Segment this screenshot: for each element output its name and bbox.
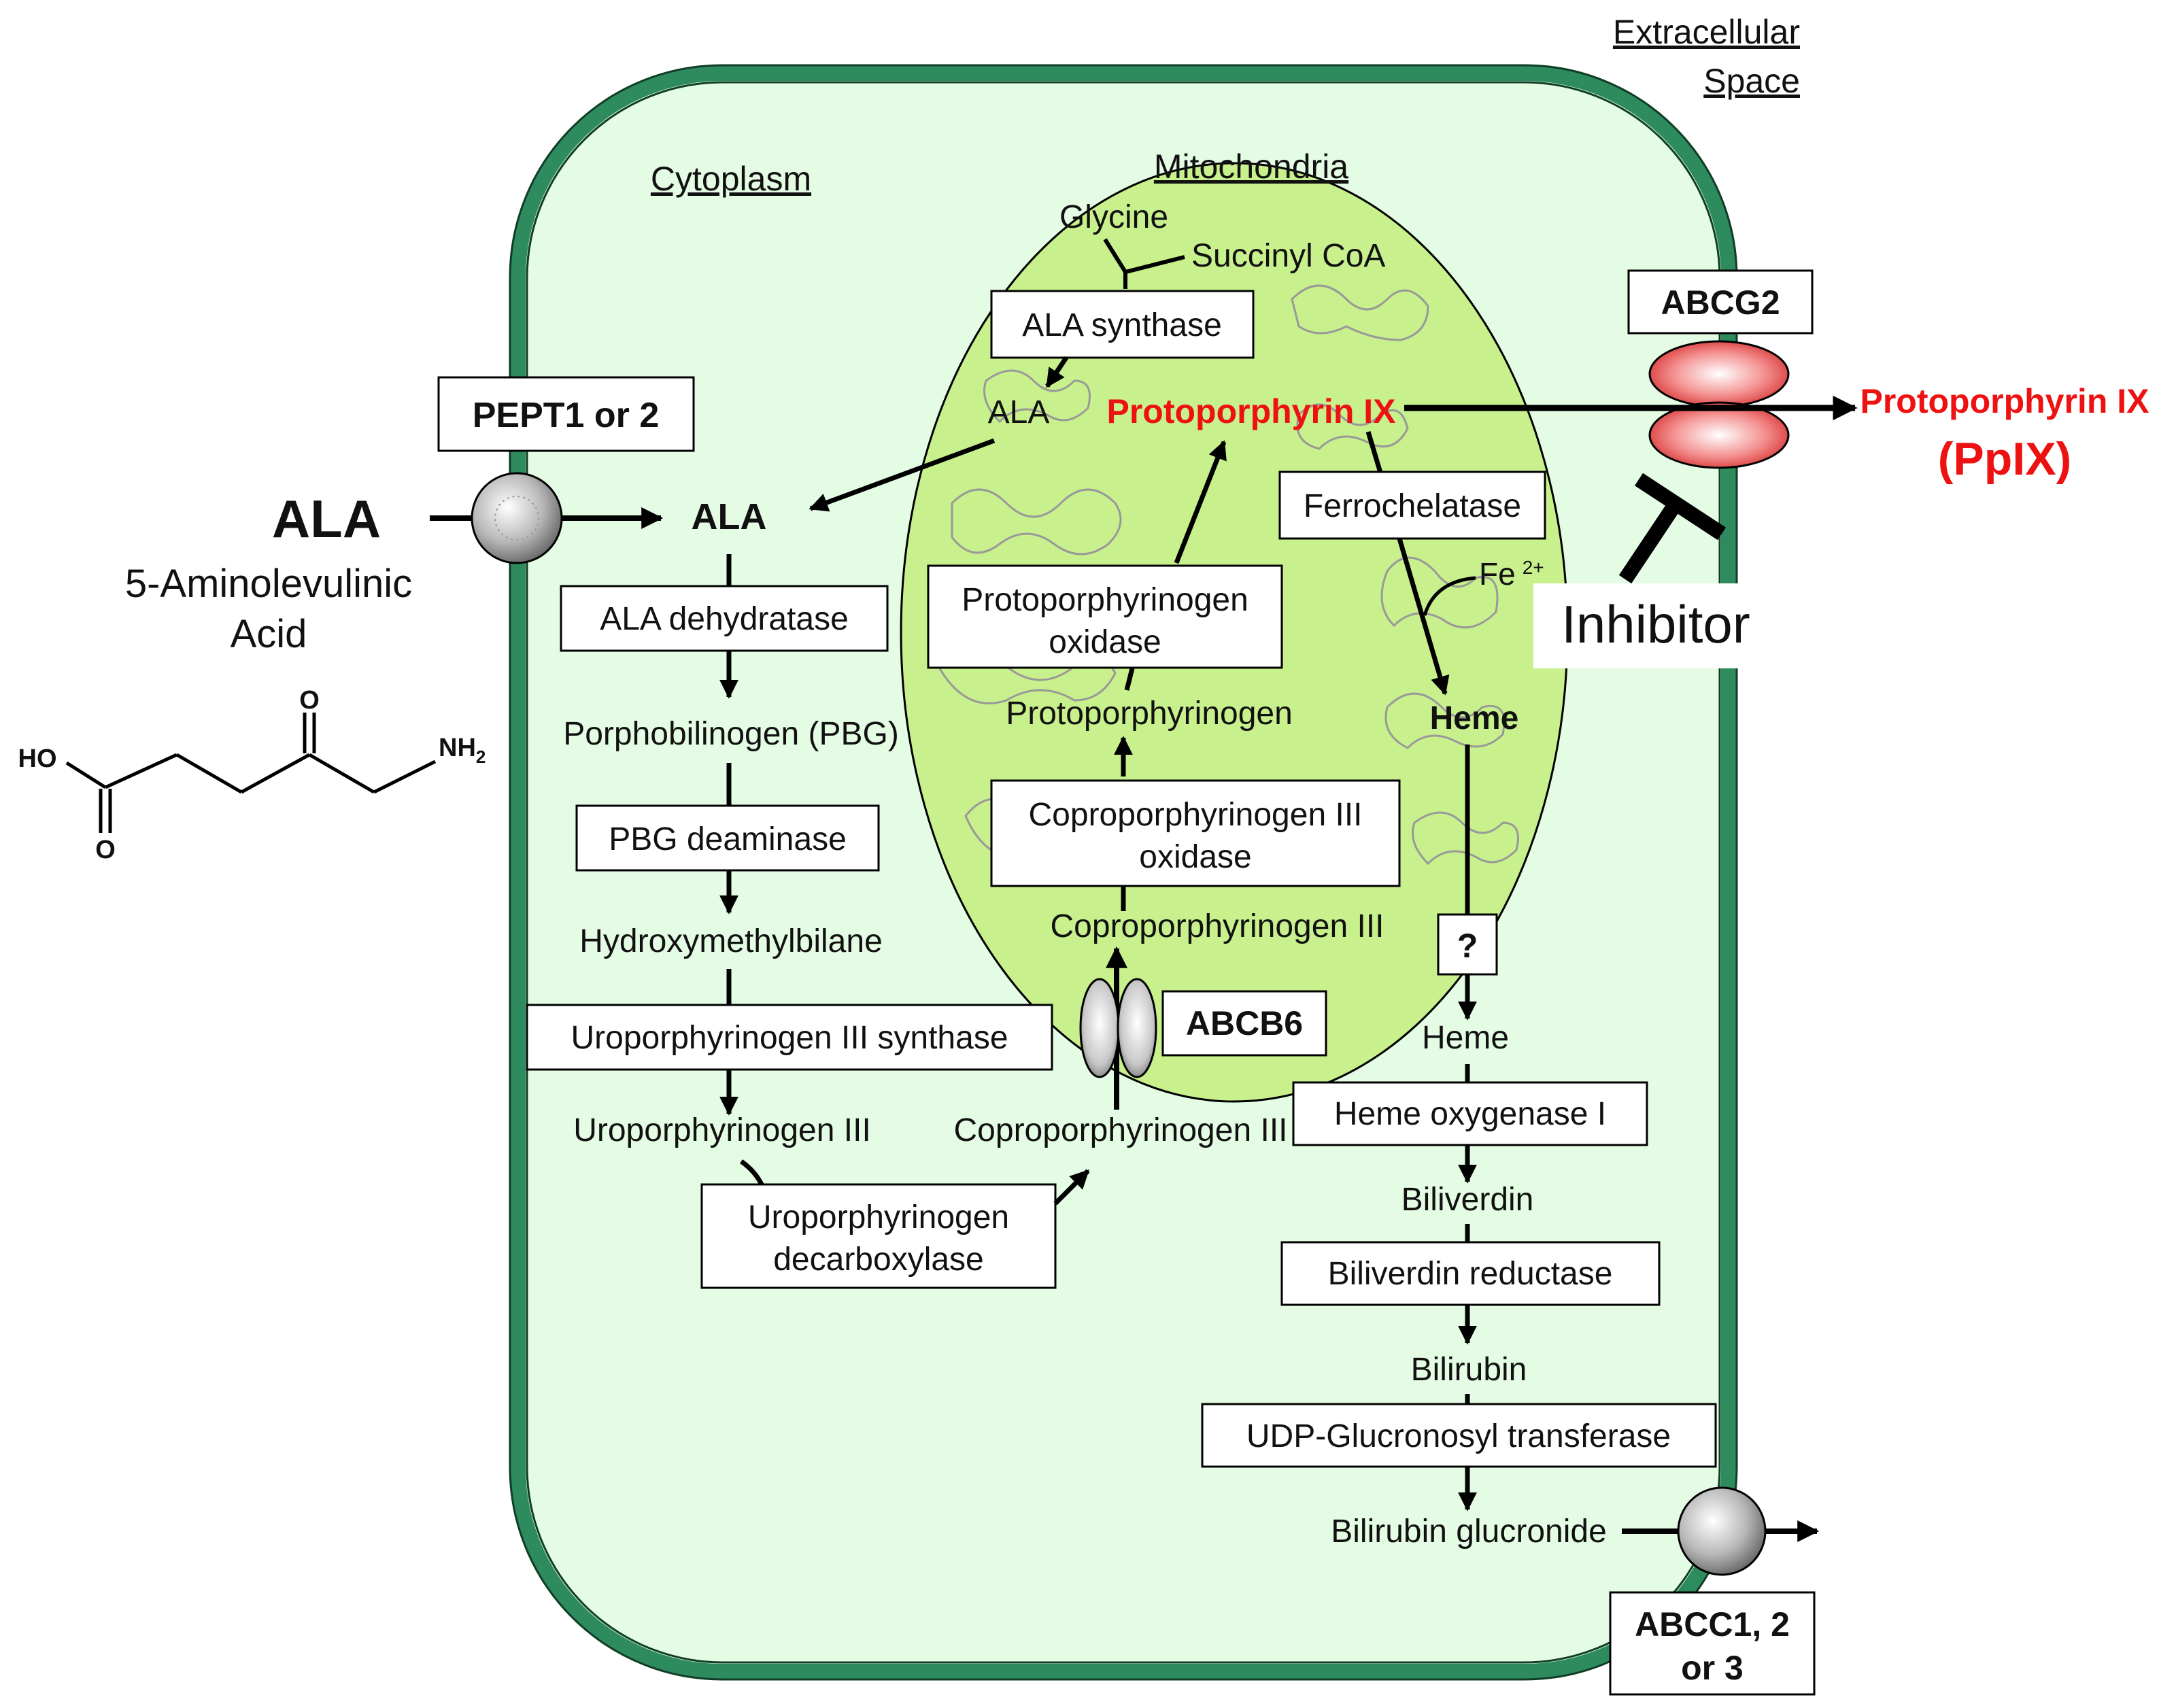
mitochondria-label: Mitochondria: [1154, 148, 1348, 186]
pept-transporter: [471, 472, 563, 564]
ferrochelatase-label: Ferrochelatase: [1304, 488, 1521, 524]
extracellular-label-2: Space: [1703, 62, 1800, 100]
ppix-product-label: Protoporphyrin IX: [1860, 382, 2149, 420]
abcc-label-1: ABCC1, 2: [1635, 1605, 1790, 1643]
biliverdin-label: Biliverdin: [1401, 1182, 1534, 1218]
abcg2-transporter-bottom: [1648, 401, 1790, 469]
pbg-label: Porphobilinogen (PBG): [563, 716, 899, 752]
structure-o-top: O: [299, 686, 320, 715]
fe-curve: [1423, 576, 1476, 616]
pbg-deaminase-label: PBG deaminase: [609, 821, 847, 857]
ferrochelatase-box: [1278, 471, 1546, 540]
ala-dehydratase-label: ALA dehydratase: [600, 601, 849, 637]
ferrochelatase-arrow: [1397, 538, 1450, 696]
cell-membrane-outer-line: [509, 64, 1738, 1681]
copro-oxidase-label-2: oxidase: [1139, 839, 1251, 875]
protogen-label: Protoporphyrinogen: [1006, 696, 1293, 732]
ala-synthase-label: ALA synthase: [1022, 307, 1222, 343]
ala-chemical-structure: [65, 713, 437, 833]
mito-heme-label: Heme: [1430, 700, 1519, 736]
abcg2-label: ABCG2: [1661, 284, 1780, 322]
ala-dehydratase-box: [560, 585, 889, 652]
unknown-transporter-box: [1437, 913, 1498, 976]
mito-ppix-label: Protoporphyrin IX: [1107, 392, 1396, 430]
ala-outside-title: ALA: [272, 489, 381, 549]
pbg-deaminase-box: [575, 804, 880, 872]
cell-membrane-inner-line: [526, 81, 1721, 1664]
structure-ho: HO: [18, 745, 57, 773]
uro-decarb-line: [739, 1159, 764, 1186]
cyto-copro-label: Coproporphyrinogen III: [954, 1112, 1288, 1148]
heme-oxygenase-label: Heme oxygenase I: [1334, 1096, 1606, 1132]
uro-decarb-arrow: [1053, 1169, 1090, 1206]
inhibitor-backdrop: [1533, 583, 1768, 668]
protogen-oxidase-label-1: Protoporphyrinogen: [962, 582, 1248, 618]
ala-synthase-arrow: [1045, 356, 1068, 388]
cyto-heme-label: Heme: [1422, 1020, 1509, 1056]
uro-synthase-box: [526, 1004, 1053, 1071]
ala-synthase-box: [990, 290, 1255, 359]
condensation-lines: [1103, 238, 1185, 289]
pept-label: PEPT1 or 2: [473, 396, 660, 435]
mito-copro-label: Coproporphyrinogen III: [1051, 908, 1384, 944]
copro-oxidase-label-1: Coproporphyrinogen III: [1029, 797, 1363, 833]
abcb6-transporter-left: [1079, 978, 1120, 1078]
cytoplasm-label: Cytoplasm: [651, 160, 811, 198]
ala-full-name-1: 5-Aminolevulinic: [125, 562, 412, 606]
abcb6-transporter-right: [1117, 978, 1157, 1078]
uro-decarb-label-1: Uroporphyrinogen: [748, 1199, 1009, 1235]
unknown-transporter-label: ?: [1457, 927, 1478, 965]
udp-box: [1201, 1403, 1717, 1468]
uro-decarb-box: [700, 1183, 1057, 1289]
glycine-label: Glycine: [1059, 199, 1168, 235]
ala-export-arrow: [809, 438, 996, 512]
biliverdin-reductase-label: Biliverdin reductase: [1328, 1256, 1613, 1292]
uro-decarb-label-2: decarboxylase: [773, 1242, 984, 1278]
abcc-transporter: [1677, 1486, 1767, 1576]
protogen-line: [1124, 668, 1135, 691]
udp-label: UDP-Glucronosyl transferase: [1246, 1418, 1671, 1454]
abcc-label-box: [1609, 1591, 1816, 1696]
pept-transporter-dots: [494, 496, 539, 541]
pept-label-box: [437, 376, 695, 452]
uro-label: Uroporphyrinogen III: [573, 1112, 871, 1148]
bilirubin-glucronide-label: Bilirubin glucronide: [1331, 1514, 1607, 1550]
abcg2-label-box: [1627, 269, 1814, 335]
inhibitor-stem: [1618, 495, 1685, 584]
biliverdin-reductase-box: [1280, 1241, 1661, 1306]
abcc-label-2: or 3: [1681, 1649, 1744, 1687]
protogen-oxidase-box: [927, 564, 1283, 669]
ala-full-name-2: Acid: [231, 612, 307, 656]
inhibitor-bar: [1634, 473, 1727, 541]
inhibitor-label: Inhibitor: [1561, 594, 1750, 654]
cyto-ala-label: ALA: [692, 496, 767, 537]
ppix-product-abbr: (PpIX): [1938, 433, 2071, 485]
mito-ala-label: ALA: [988, 394, 1050, 430]
bilirubin-label: Bilirubin: [1411, 1352, 1527, 1388]
structure-nh2: NH2: [439, 734, 486, 767]
abcb6-label-box: [1161, 990, 1327, 1057]
uro-synthase-label: Uroporphyrinogen III synthase: [571, 1020, 1008, 1056]
heme-oxygenase-box: [1292, 1081, 1648, 1146]
succinyl-coa-label: Succinyl CoA: [1191, 238, 1385, 274]
abcg2-transporter-top: [1648, 340, 1790, 408]
hmb-label: Hydroxymethylbilane: [579, 923, 883, 959]
ferrochelatase-line-top: [1365, 430, 1383, 474]
protogen-oxidase-label-2: oxidase: [1049, 624, 1161, 660]
structure-o-bottom: O: [95, 836, 116, 864]
abcb6-label: ABCB6: [1186, 1004, 1303, 1042]
copro-oxidase-box: [990, 779, 1401, 887]
protogen-oxidase-arrow: [1174, 440, 1227, 564]
extracellular-label-1: Extracellular: [1613, 13, 1800, 51]
